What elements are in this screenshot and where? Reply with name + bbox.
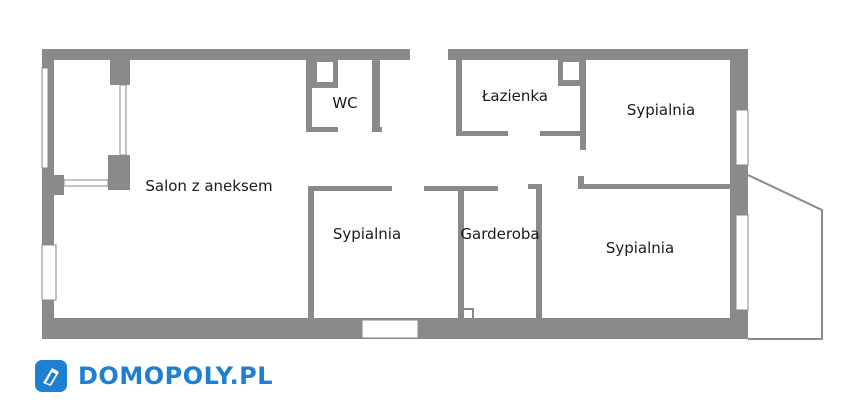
windows [41,67,749,339]
window-right-bottom [735,214,749,311]
window-bottom [361,319,419,339]
window-lobby-vertical [119,84,127,156]
balcony [747,174,823,340]
window-right-top [735,109,749,166]
room-label-sypialnia-top-right: Sypialnia [627,101,695,119]
room-label-sypialnia-middle: Sypialnia [333,225,401,243]
room-label-lazienka: Łazienka [481,87,548,105]
brand-name: DOMOPOLY.PL [78,362,274,390]
window-left-top [41,67,49,169]
room-labels: WC Łazienka Sypialnia Salon z aneksem Sy… [145,87,695,257]
room-label-wc: WC [332,94,357,112]
window-left-bottom [41,244,57,301]
interior-walls [306,60,730,318]
domopoly-logo-icon [35,360,67,392]
room-label-salon: Salon z aneksem [145,177,272,195]
room-label-garderoba: Garderoba [460,225,539,243]
brand-logo[interactable]: DOMOPOLY.PL [34,358,273,394]
room-label-sypialnia-bottom-right: Sypialnia [606,239,674,257]
window-lobby [63,179,109,187]
